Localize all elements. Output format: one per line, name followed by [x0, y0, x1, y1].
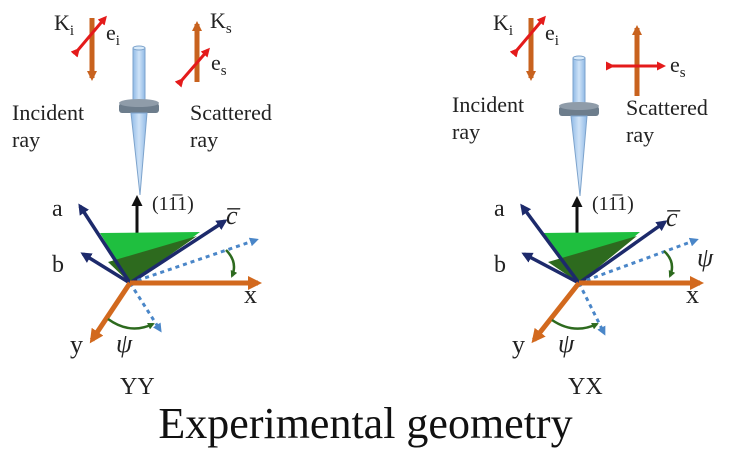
angle-psi-label: ψ: [558, 329, 575, 358]
axis-c-label: c̅: [666, 203, 680, 232]
incident-ray-label: Incident ray: [12, 100, 90, 152]
ki-label: Ki: [493, 10, 513, 39]
axis-a-arrow: [78, 203, 132, 284]
angle-arc-upper: [663, 250, 676, 278]
axis-b-arrow: [80, 252, 131, 285]
normal-label: (11̅1): [592, 193, 634, 215]
config-label-yx: YX: [568, 374, 603, 400]
axis-b-label: b: [52, 252, 64, 278]
ei-arrow: [509, 15, 546, 58]
ki-label: Ki: [54, 10, 74, 39]
scattered-ray-label: Scattered ray: [626, 95, 713, 147]
axis-y-label: y: [70, 330, 83, 359]
objective-lens: [119, 45, 159, 196]
objective-lens: [559, 55, 599, 197]
projection-c-arrow: [129, 237, 259, 285]
figure-caption: Experimental geometry: [158, 399, 573, 448]
axis-b-label: b: [494, 252, 506, 278]
ei-label: ei: [106, 20, 120, 49]
axis-y-arrow: [531, 281, 581, 344]
axis-c-label: c̅: [226, 201, 240, 230]
panel-yx: Ki ei es Incident ray Scattered ray (11̅…: [452, 10, 714, 400]
angle-psi-upper-label: ψ: [697, 243, 714, 272]
axis-x-label: x: [244, 280, 257, 309]
axis-c-arrow: [129, 219, 228, 285]
projection-y-arrow: [128, 282, 162, 333]
axis-a-label: a: [494, 196, 505, 222]
ks-label: Ks: [210, 8, 232, 37]
incident-ray-label: Incident ray: [452, 92, 530, 144]
normal-label: (11̅1): [152, 193, 194, 215]
ei-label: ei: [545, 20, 559, 49]
axis-x-label: x: [686, 280, 699, 309]
angle-arc-lower: [107, 317, 155, 330]
scattered-ray-label: Scattered ray: [190, 100, 277, 152]
axis-b-arrow: [521, 252, 580, 285]
ei-arrow: [70, 15, 107, 58]
angle-arc-lower: [551, 318, 599, 330]
panel-yy: Ki ei Ks es Incident ray Scattered ray: [12, 8, 277, 400]
axis-a-arrow: [520, 203, 581, 285]
angle-psi-label: ψ: [116, 329, 133, 358]
es-label: es: [670, 52, 686, 81]
config-label-yy: YY: [120, 374, 155, 400]
axis-c-arrow: [577, 220, 668, 285]
angle-arc-upper: [225, 249, 238, 278]
axis-a-label: a: [52, 196, 63, 222]
es-arrow: [174, 47, 210, 88]
projection-y-arrow: [577, 282, 606, 336]
axis-y-arrow: [89, 281, 133, 344]
es-label: es: [211, 50, 227, 79]
axis-y-label: y: [512, 330, 525, 359]
